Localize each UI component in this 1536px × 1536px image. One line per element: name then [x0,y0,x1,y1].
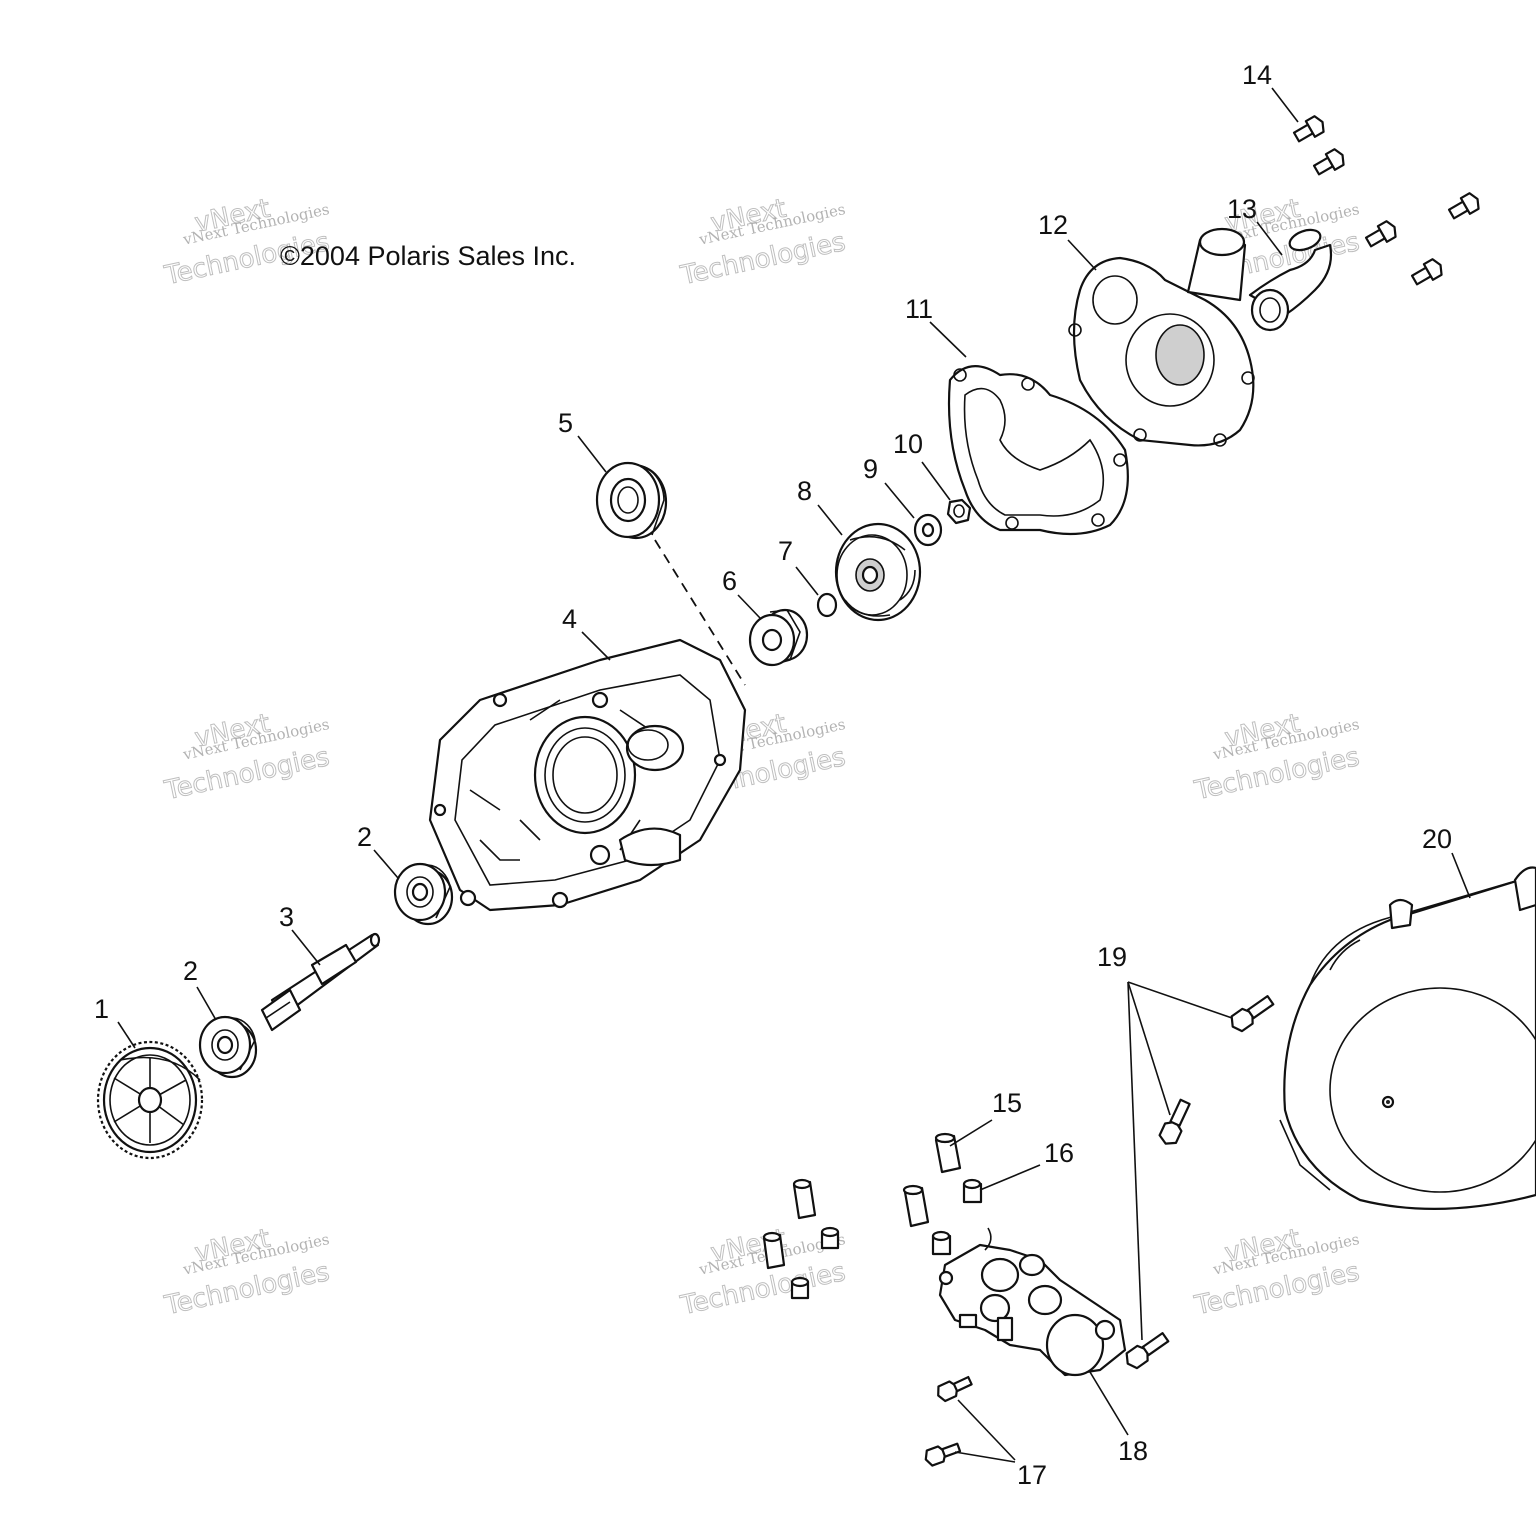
callout-13: 13 [1227,194,1257,224]
spacer-d[interactable] [790,1276,810,1300]
callout-18: 18 [1118,1436,1148,1466]
part-14-bolts[interactable] [1292,114,1482,288]
callout-17: 17 [1017,1460,1047,1490]
part-16-spacers[interactable] [790,1178,983,1300]
callout-11: 11 [905,294,933,324]
callout-19: 19 [1097,942,1127,972]
part-8-impeller[interactable] [834,522,922,622]
watermark-bottom-left: vNext vNext Technologies Technologies [161,1223,333,1322]
watermark-top-center: vNext vNext Technologies Technologies [677,193,849,292]
part-11-gasket[interactable] [947,365,1129,536]
bolt-17a[interactable] [935,1373,973,1403]
part-4-pump-housing[interactable] [428,638,747,912]
part-5-seal[interactable] [595,461,668,540]
part-18-valve-body[interactable] [938,1227,1127,1377]
callout-10: 10 [893,429,923,459]
part-20-clutch-cover[interactable] [1279,866,1536,1210]
bolt-14c[interactable] [1364,219,1399,250]
spacer-b[interactable] [931,1230,952,1256]
part-7-o-ring[interactable] [816,592,838,618]
spacer-a[interactable] [962,1178,983,1204]
watermark-bottom-right: vNext vNext Technologies Technologies [1191,1223,1363,1322]
callouts: 1 2 2 3 4 5 6 7 8 9 10 11 12 13 14 15 16… [94,60,1452,1490]
callout-12: 12 [1038,210,1068,240]
callout-15: 15 [992,1088,1022,1118]
callout-6: 6 [722,566,737,596]
callout-4: 4 [562,604,577,634]
callout-3: 3 [279,902,294,932]
bolt-14d[interactable] [1447,191,1482,222]
callout-16: 16 [1044,1138,1074,1168]
callout-20: 20 [1422,824,1452,854]
bolt-19b[interactable] [1158,1098,1194,1147]
callout-8: 8 [797,476,812,506]
sleeve-b[interactable] [902,1184,930,1228]
spacer-c[interactable] [820,1226,840,1250]
part-15-sleeves[interactable] [762,1132,962,1270]
part-10-nut[interactable] [946,498,972,525]
part-9-washer[interactable] [913,513,943,547]
sleeve-a[interactable] [934,1132,962,1174]
watermark-top-left: vNext vNext Technologies Technologies [161,193,333,292]
callout-7: 7 [778,536,793,566]
part-19-bolts[interactable] [1123,993,1276,1371]
seal-alignment-dashed-line [654,539,746,686]
copyright-notice: ©2004 Polaris Sales Inc. [280,241,576,271]
bolt-14a[interactable] [1292,114,1327,145]
watermark-mid-right: vNext vNext Technologies Technologies [1191,708,1363,807]
callout-1: 1 [94,994,109,1024]
part-13-elbow-fitting[interactable] [1248,226,1333,332]
watermark-mid-left: vNext vNext Technologies Technologies [161,708,333,807]
bolt-19a[interactable] [1228,993,1276,1034]
part-3-shaft[interactable] [260,932,381,1032]
bolt-14b[interactable] [1312,147,1347,178]
callout-5: 5 [558,408,573,438]
sleeve-c[interactable] [792,1178,817,1220]
callout-14: 14 [1242,60,1272,90]
callout-2-upper: 2 [357,822,372,852]
bolt-17b[interactable] [923,1440,962,1467]
part-2-bearing-upper[interactable] [393,862,454,926]
part-12-pump-cover[interactable] [1068,227,1255,447]
bolt-19c[interactable] [1123,1330,1171,1371]
part-1-gear[interactable] [96,1040,204,1160]
callout-9: 9 [863,454,878,484]
callout-2-lower: 2 [183,956,198,986]
sleeve-d[interactable] [762,1231,786,1270]
part-6-bushing[interactable] [748,608,809,667]
bolt-14e[interactable] [1410,257,1445,288]
part-17-bolts[interactable] [923,1373,973,1467]
leader-lines [117,87,1471,1463]
part-2-bearing-lower[interactable] [198,1015,258,1079]
